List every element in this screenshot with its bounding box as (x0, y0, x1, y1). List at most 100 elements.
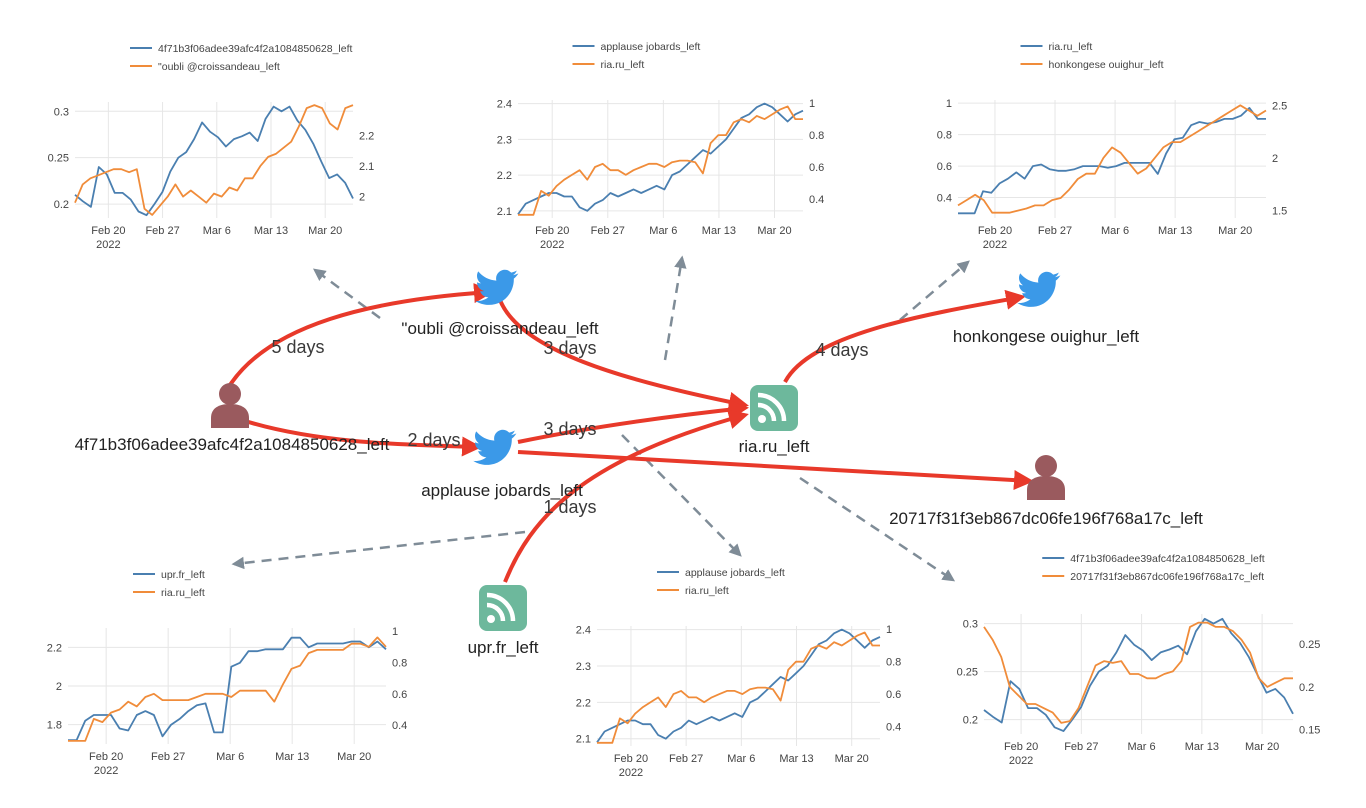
x-tick-label: Feb 20 (89, 751, 123, 763)
node-label-tw-honk: honkongese ouighur_left (953, 327, 1139, 346)
dashed-connector-chart-5 (621, 434, 742, 557)
y-tick-label-left: 1.8 (47, 720, 62, 732)
y-tick-label-right: 0.4 (809, 194, 824, 206)
y-tick-label-left: 2.3 (497, 134, 512, 146)
y-tick-label-left: 2.4 (576, 625, 591, 637)
chart-panels: 4f71b3f06adee39afc4f2a1084850628_left"ou… (47, 41, 1321, 779)
x-tick-label: Mar 13 (1158, 225, 1192, 237)
y-tick-label-right: 2 (1272, 153, 1278, 165)
legend-label-1: ria.ru_left (1049, 41, 1093, 53)
x-tick-label: Mar 6 (649, 225, 677, 237)
y-tick-label-left: 0.8 (937, 130, 952, 142)
x-tick-label: Mar 13 (275, 751, 309, 763)
y-tick-label-right: 0.8 (392, 657, 407, 669)
series-line-1 (68, 636, 387, 741)
edge-oubli-to-ria (498, 299, 749, 412)
edge-ria-to-honk (783, 289, 1026, 383)
x-tick-label: Feb 20 (978, 225, 1012, 237)
y-tick-label-left: 2.2 (497, 170, 512, 182)
edge-label-oubli-ria: 3 days (543, 338, 596, 358)
edge-applause-to-user2 (517, 450, 1034, 491)
x-tick-label: Feb 27 (591, 225, 625, 237)
y-tick-label-left: 2.2 (576, 697, 591, 709)
legend-label-1: 4f71b3f06adee39afc4f2a1084850628_left (1070, 553, 1265, 565)
dashed-connector-chart-4 (231, 530, 526, 570)
series-line-2 (518, 105, 803, 216)
x-tick-label: Mar 20 (1245, 741, 1279, 753)
series-line-1 (74, 105, 354, 217)
x-tick-label: Mar 20 (1218, 225, 1252, 237)
x-tick-label: Feb 27 (1038, 225, 1072, 237)
x-tick-label: Feb 20 (535, 225, 569, 237)
y-tick-label-right: 0.25 (1299, 639, 1320, 651)
series-line-1 (517, 102, 804, 215)
node-label-rss-upr: upr.fr_left (468, 638, 539, 657)
series-line-2 (983, 621, 1293, 724)
person-icon (1027, 455, 1065, 500)
node-tw-applause[interactable]: applause jobards_left (421, 429, 583, 500)
y-tick-label-right: 0.6 (886, 689, 901, 701)
node-tw-honk[interactable]: honkongese ouighur_left (953, 271, 1139, 346)
edge-label-upr-ria: 1 days (543, 497, 596, 517)
x-tick-year: 2022 (94, 765, 118, 777)
edge-label-applause-ria: 3 days (543, 419, 596, 439)
edge-label-user1-oubli: 5 days (271, 337, 324, 357)
x-tick-label: Mar 20 (308, 225, 342, 237)
legend-label-1: upr.fr_left (161, 569, 205, 581)
x-tick-label: Feb 20 (614, 753, 648, 765)
series-line-2 (957, 104, 1267, 214)
x-tick-year: 2022 (96, 239, 120, 251)
y-tick-label-right: 1.5 (1272, 206, 1287, 218)
node-user2[interactable]: 20717f31f3eb867dc06fe196f768a17c_left (889, 455, 1203, 528)
node-tw-oubli[interactable]: "oubli @croissandeau_left (401, 269, 599, 338)
y-tick-label-right: 0.4 (886, 722, 901, 734)
y-tick-label-left: 0.2 (54, 199, 69, 211)
x-tick-label: Mar 6 (203, 225, 231, 237)
twitter-bird-icon (1017, 271, 1061, 307)
series-line-2 (68, 636, 387, 742)
x-tick-year: 2022 (983, 239, 1007, 251)
x-tick-label: Feb 20 (1004, 741, 1038, 753)
y-tick-label-right: 0.2 (1299, 682, 1314, 694)
y-tick-label-left: 0.3 (963, 619, 978, 631)
legend-label-2: ria.ru_left (685, 585, 729, 597)
legend-label-2: ria.ru_left (161, 587, 205, 599)
x-tick-label: Mar 20 (835, 753, 869, 765)
y-tick-label-left: 2.2 (47, 642, 62, 654)
y-tick-label-right: 1 (392, 626, 398, 638)
x-tick-year: 2022 (540, 239, 564, 251)
legend-label-1: 4f71b3f06adee39afc4f2a1084850628_left (158, 43, 353, 55)
series-line-1 (958, 107, 1266, 215)
x-tick-label: Mar 13 (779, 753, 813, 765)
series-line-1 (596, 628, 881, 743)
y-tick-label-right: 0.8 (809, 130, 824, 142)
node-rss-upr[interactable]: upr.fr_left (468, 585, 539, 657)
y-tick-label-right: 2.2 (359, 131, 374, 143)
legend-label-2: ria.ru_left (601, 59, 645, 71)
dashed-connector-chart-2 (663, 255, 687, 361)
twitter-bird-icon (473, 429, 517, 465)
edge-label-ria-honk: 4 days (815, 340, 868, 360)
dashed-connector-chart-6 (799, 476, 956, 582)
chart-panel-6: 4f71b3f06adee39afc4f2a1084850628_left207… (957, 553, 1321, 767)
y-tick-label-left: 0.6 (937, 161, 952, 173)
chart-panel-1: 4f71b3f06adee39afc4f2a1084850628_left"ou… (48, 43, 375, 251)
x-tick-label: Feb 27 (145, 225, 179, 237)
edge-label-user1-applause: 2 days (407, 430, 460, 450)
x-tick-label: Feb 27 (151, 751, 185, 763)
node-user1[interactable]: 4f71b3f06adee39afc4f2a1084850628_left (75, 383, 390, 454)
dashed-connectors (231, 255, 970, 582)
node-rss-ria[interactable]: ria.ru_left (739, 385, 810, 456)
edges (228, 283, 1034, 583)
y-tick-label-right: 1 (809, 98, 815, 110)
x-tick-label: Mar 6 (216, 751, 244, 763)
node-label-user2: 20717f31f3eb867dc06fe196f768a17c_left (889, 509, 1203, 528)
y-tick-label-right: 0.4 (392, 720, 407, 732)
series-line-1 (983, 617, 1294, 732)
x-tick-label: Mar 6 (1128, 741, 1156, 753)
y-tick-label-left: 2.1 (497, 206, 512, 218)
rss-feed-icon (750, 385, 798, 431)
